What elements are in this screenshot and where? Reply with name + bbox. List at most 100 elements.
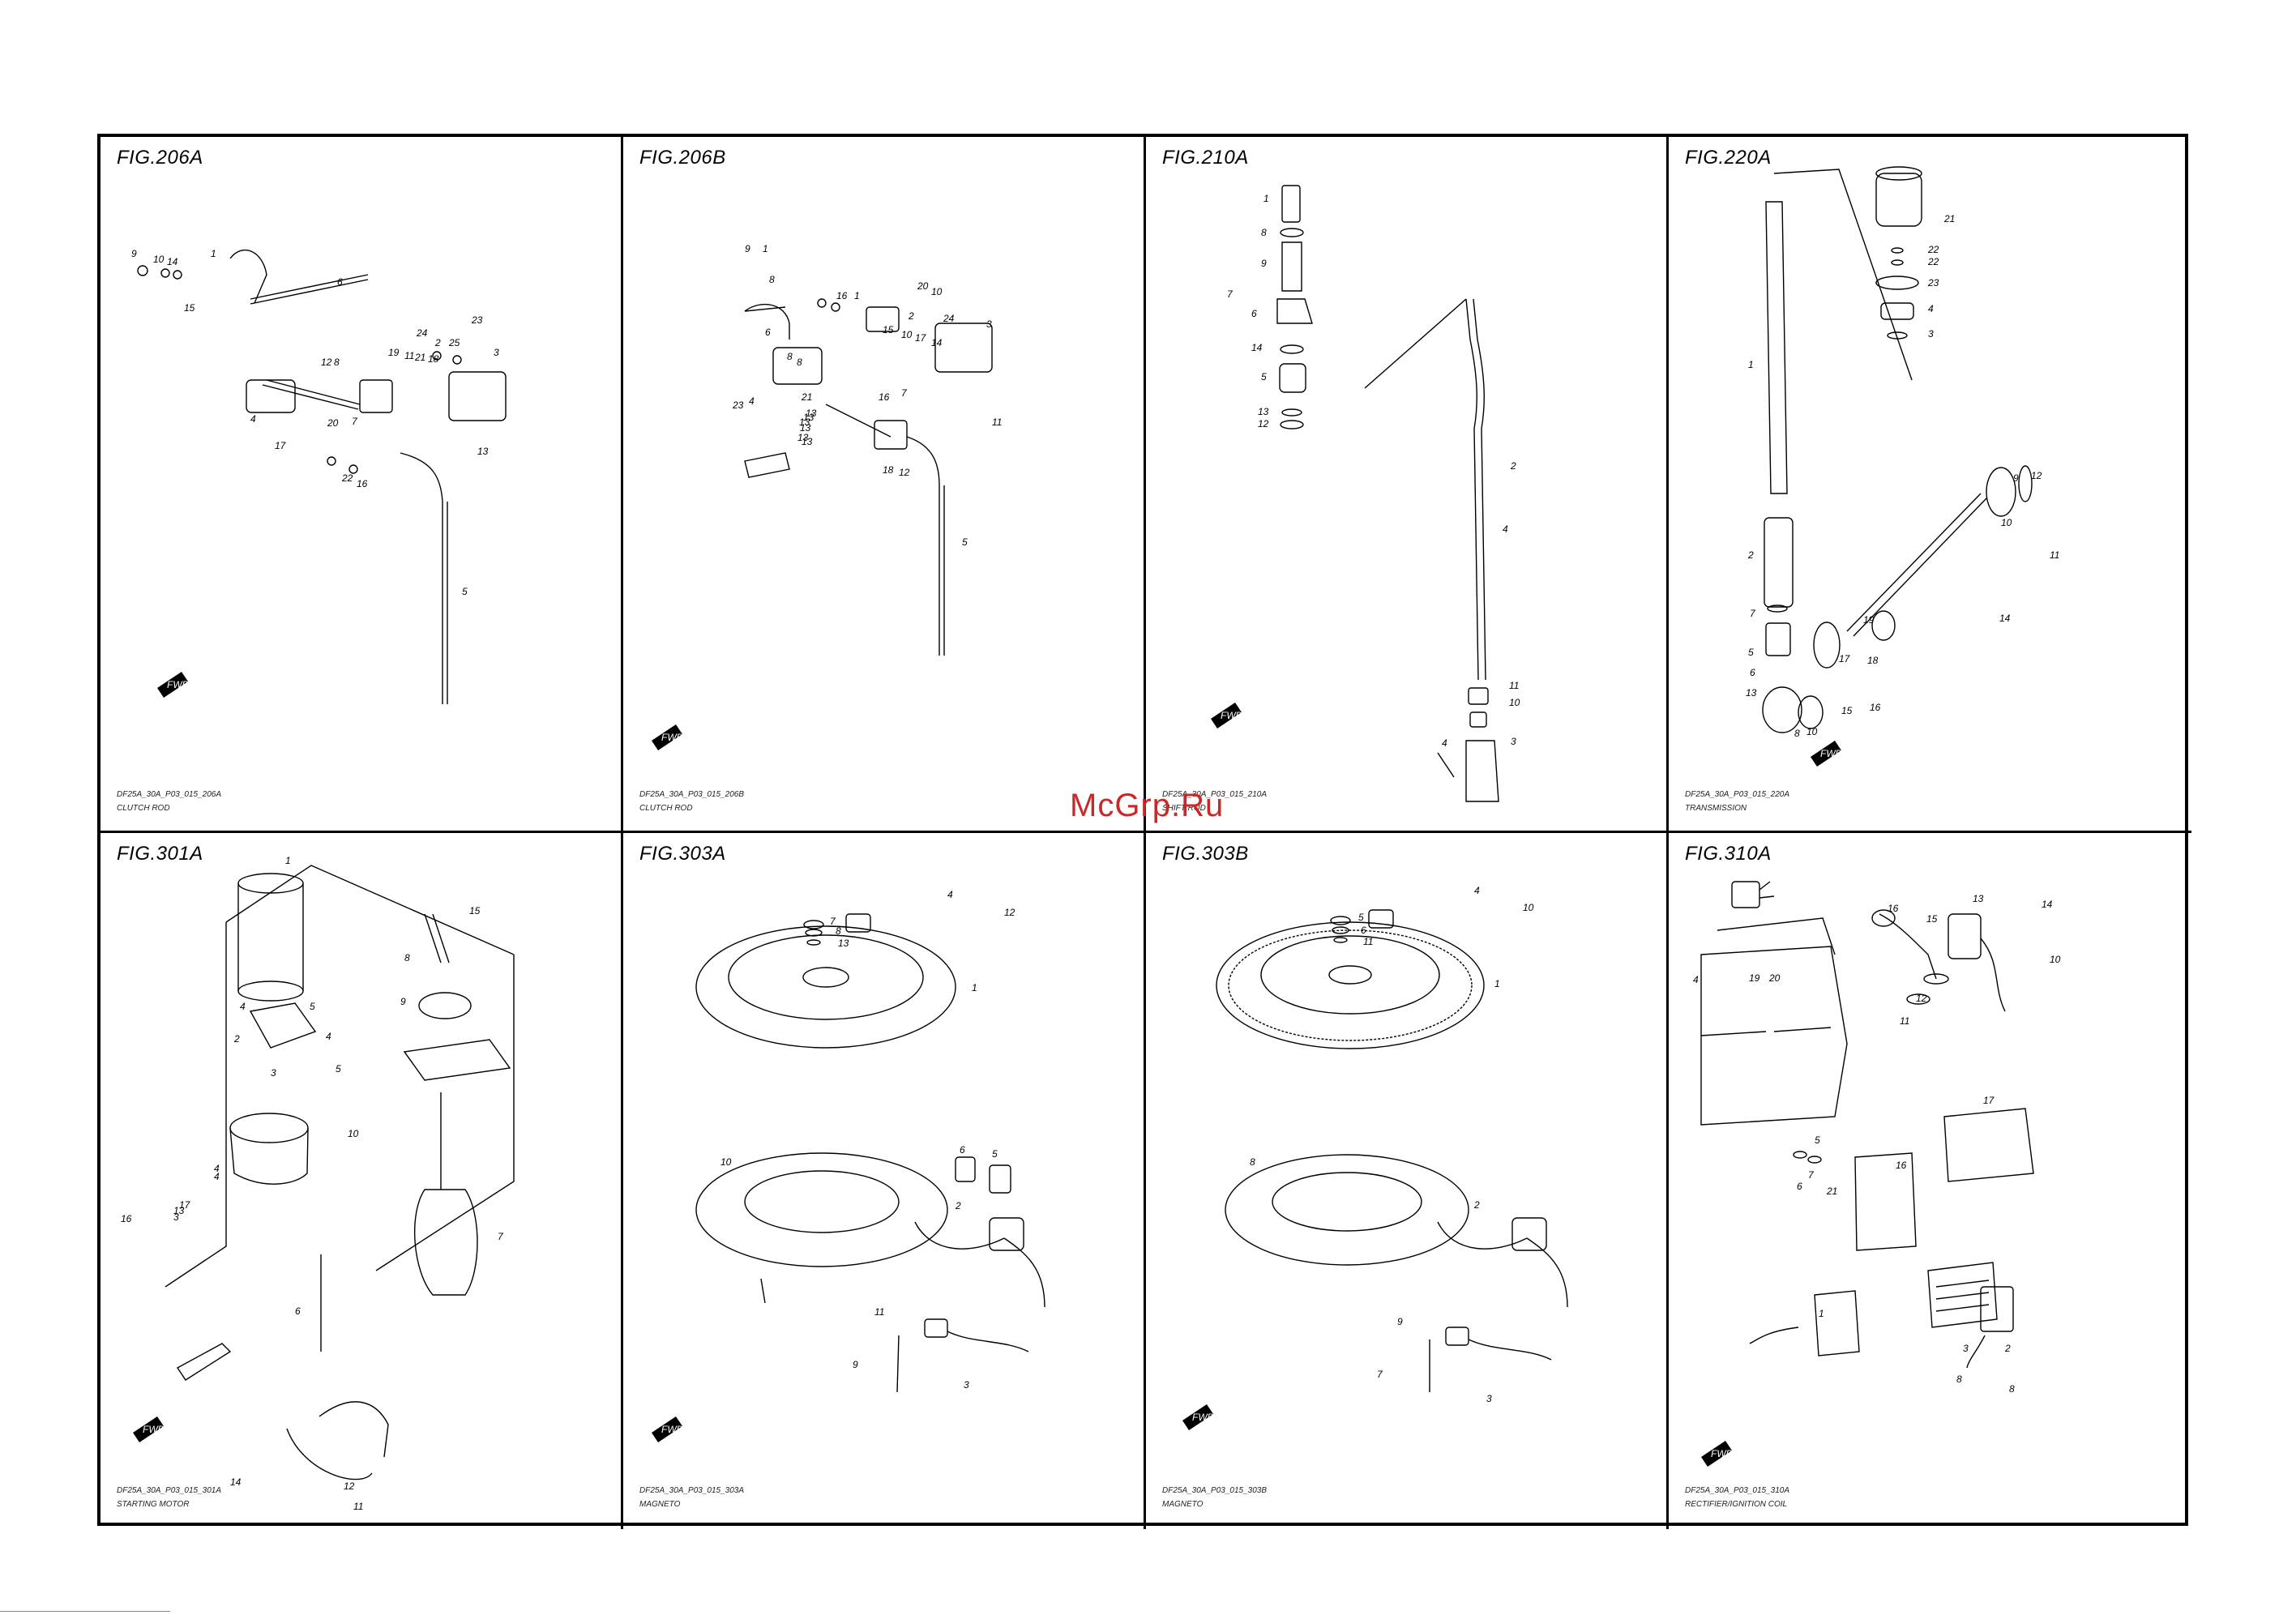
svg-text:7: 7 <box>1808 1169 1815 1181</box>
svg-text:FWD: FWD <box>1711 1448 1734 1459</box>
svg-text:21: 21 <box>414 352 425 363</box>
fig-code: DF25A_30A_P03_015_301A <box>117 1486 221 1495</box>
svg-text:16: 16 <box>836 290 848 301</box>
svg-text:10: 10 <box>1523 902 1534 913</box>
fig-name: CLUTCH ROD <box>117 804 170 813</box>
svg-text:1: 1 <box>285 855 291 866</box>
svg-text:FWD: FWD <box>1221 710 1243 721</box>
svg-text:1: 1 <box>972 982 977 993</box>
svg-text:24: 24 <box>943 313 955 324</box>
svg-text:8: 8 <box>404 952 410 963</box>
svg-text:19: 19 <box>388 347 400 358</box>
svg-text:7: 7 <box>1377 1369 1383 1380</box>
panel-fig-303b: FIG.303B FWD <box>1146 833 1669 1529</box>
svg-text:3: 3 <box>964 1379 969 1391</box>
svg-text:10: 10 <box>901 329 913 340</box>
svg-text:12: 12 <box>1916 993 1927 1004</box>
svg-text:7: 7 <box>1227 288 1234 300</box>
fig-code: DF25A_30A_P03_015_206A <box>117 790 221 799</box>
svg-text:9: 9 <box>131 248 137 259</box>
svg-text:13: 13 <box>802 436 813 447</box>
svg-text:18: 18 <box>883 464 894 476</box>
svg-text:23: 23 <box>732 399 744 411</box>
svg-text:5: 5 <box>1748 647 1754 658</box>
svg-text:4: 4 <box>947 889 953 900</box>
svg-text:16: 16 <box>879 391 890 403</box>
svg-text:12: 12 <box>2031 470 2042 481</box>
svg-text:5: 5 <box>962 536 968 548</box>
panel-fig-220a: FIG.220A <box>1669 137 2191 833</box>
svg-text:15: 15 <box>1926 913 1938 925</box>
svg-text:6: 6 <box>765 327 771 338</box>
svg-text:2: 2 <box>955 1200 961 1211</box>
svg-text:FWD: FWD <box>661 732 684 743</box>
fwd-arrow-icon: FWD <box>1182 1404 1215 1430</box>
svg-text:14: 14 <box>931 337 943 348</box>
svg-text:12: 12 <box>344 1480 355 1492</box>
svg-text:5: 5 <box>336 1063 341 1075</box>
svg-text:22: 22 <box>341 472 353 484</box>
svg-text:9: 9 <box>400 996 406 1007</box>
svg-text:13: 13 <box>1973 893 1984 904</box>
svg-text:8: 8 <box>2009 1383 2015 1395</box>
fwd-arrow-icon: FWD <box>133 1416 165 1442</box>
svg-text:5: 5 <box>1358 912 1364 923</box>
svg-text:5: 5 <box>1815 1134 1820 1146</box>
svg-text:FWD: FWD <box>167 679 190 690</box>
svg-text:4: 4 <box>250 413 256 425</box>
fig-code: DF25A_30A_P03_015_303B <box>1162 1486 1267 1495</box>
svg-text:11: 11 <box>353 1501 363 1512</box>
panel-fig-310a: FIG.310A <box>1669 833 2191 1529</box>
svg-text:10: 10 <box>2050 954 2061 965</box>
svg-text:7: 7 <box>901 387 908 399</box>
svg-text:23: 23 <box>471 314 483 326</box>
svg-text:13: 13 <box>1258 406 1269 417</box>
fig-code: DF25A_30A_P03_015_210A <box>1162 790 1267 799</box>
svg-text:11: 11 <box>1363 936 1373 947</box>
svg-text:2: 2 <box>908 310 914 322</box>
svg-text:21: 21 <box>801 391 812 403</box>
svg-text:13: 13 <box>173 1205 185 1216</box>
panel-fig-301a: FIG.301A <box>100 833 623 1529</box>
svg-text:22: 22 <box>1927 244 1939 255</box>
svg-text:21: 21 <box>1826 1186 1837 1197</box>
svg-text:3: 3 <box>494 347 499 358</box>
svg-text:FWD: FWD <box>143 1424 165 1435</box>
watermark-text: McGrp.Ru <box>1070 788 1225 823</box>
svg-text:4: 4 <box>1442 737 1447 749</box>
svg-text:10: 10 <box>348 1128 359 1139</box>
svg-text:3: 3 <box>986 318 992 330</box>
svg-text:4: 4 <box>1503 523 1508 535</box>
fig-title: FIG.303B <box>1162 843 1249 865</box>
svg-text:2: 2 <box>1473 1199 1480 1211</box>
svg-text:6: 6 <box>1750 667 1755 678</box>
svg-text:20: 20 <box>327 417 339 429</box>
fig-name: RECTIFIER/IGNITION COIL <box>1685 1500 1788 1509</box>
svg-text:3: 3 <box>1511 736 1516 747</box>
fig-name: MAGNETO <box>639 1500 681 1509</box>
svg-text:FWD: FWD <box>1192 1412 1215 1423</box>
panel-fig-210a: FIG.210A FWD <box>1146 137 1669 833</box>
svg-text:6: 6 <box>1797 1181 1802 1192</box>
svg-text:6: 6 <box>337 276 343 288</box>
svg-text:FWD: FWD <box>1820 748 1843 759</box>
svg-text:10: 10 <box>1806 726 1818 737</box>
svg-text:21: 21 <box>1943 213 1955 224</box>
svg-text:20: 20 <box>1768 972 1781 984</box>
fwd-arrow-icon: FWD <box>1811 741 1843 767</box>
svg-text:5: 5 <box>1261 371 1267 382</box>
svg-text:11: 11 <box>404 350 414 361</box>
svg-text:8: 8 <box>334 357 340 368</box>
svg-text:1: 1 <box>1748 359 1754 370</box>
svg-text:15: 15 <box>883 324 894 335</box>
footer-divider <box>0 1611 170 1612</box>
svg-text:10: 10 <box>153 254 165 265</box>
svg-text:8: 8 <box>1794 728 1800 739</box>
svg-text:11: 11 <box>992 417 1002 428</box>
svg-text:20: 20 <box>917 280 929 292</box>
svg-text:11: 11 <box>2050 549 2059 561</box>
